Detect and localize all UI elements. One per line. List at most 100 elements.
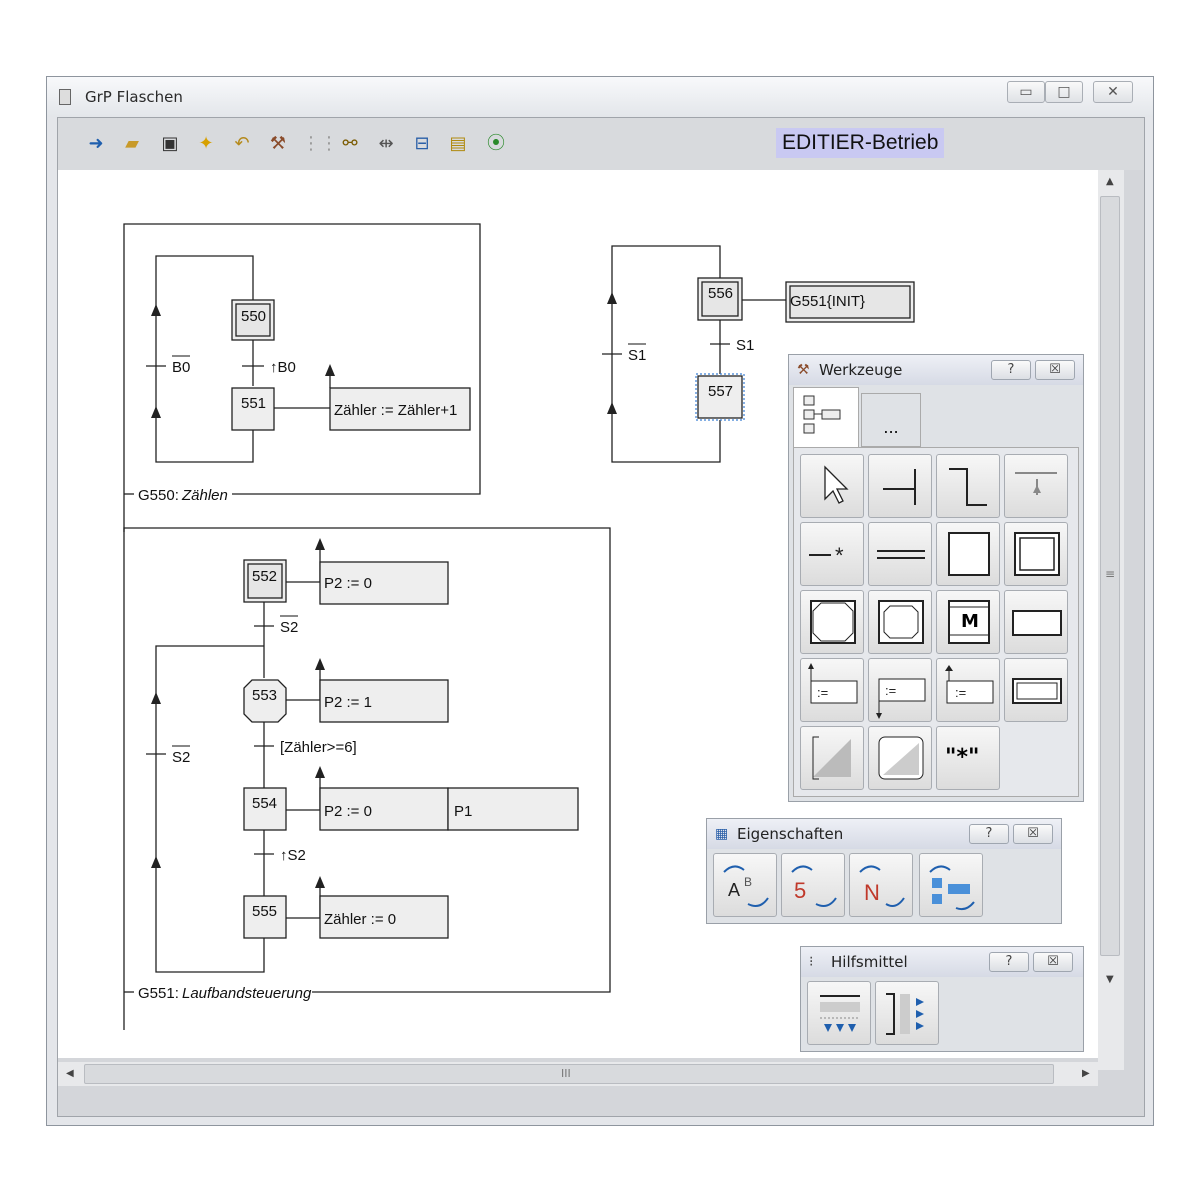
align-icon[interactable]: ⇹ — [378, 133, 394, 154]
transition-tool[interactable] — [868, 454, 932, 518]
mode-indicator: EDITIER-Betrieb — [776, 128, 945, 158]
distribute-horizontal-icon — [886, 993, 924, 1035]
minimize-button[interactable]: ▭ — [1007, 81, 1045, 103]
text-tool-label: "*" — [945, 745, 980, 770]
action-zaehler-reset[interactable]: Zähler := 0 — [324, 911, 396, 928]
tab-structure[interactable] — [793, 387, 859, 447]
assignment-up-tool[interactable]: := — [800, 658, 864, 722]
traffic-light-icon[interactable]: ⦿ — [487, 133, 505, 154]
find-icon[interactable]: ⚯ — [342, 133, 358, 154]
eigenschaften-close-button[interactable]: ☒ — [1013, 824, 1053, 844]
transition-b0-rising[interactable]: ↑B0 — [270, 359, 296, 376]
svg-text::=: := — [955, 685, 966, 700]
initial-step-tool[interactable] — [1004, 522, 1068, 586]
maximize-button[interactable]: □ — [1045, 81, 1083, 103]
tree-icon[interactable]: ⊟ — [414, 133, 430, 154]
step-553[interactable]: 553 — [252, 687, 277, 704]
g550-caption-id: G550: — [138, 487, 179, 504]
eigenschaften-help-button[interactable]: ? — [969, 824, 1009, 844]
vertical-scrollbar[interactable]: ▲ ≡ ▼ — [1098, 170, 1124, 1070]
action-g551-init[interactable]: G551{INIT} — [790, 293, 865, 310]
step-551[interactable]: 551 — [241, 395, 266, 412]
werkzeuge-help-button[interactable]: ? — [991, 360, 1031, 380]
undo-icon[interactable]: ↶ — [234, 133, 250, 154]
link-tool[interactable] — [936, 454, 1000, 518]
werkzeuge-titlebar[interactable]: ⚒ Werkzeuge ? ☒ — [789, 355, 1083, 385]
comment-box-tool[interactable] — [1004, 658, 1068, 722]
new-icon[interactable]: ✦ — [198, 133, 214, 154]
renumber-tool[interactable]: 5 — [781, 853, 845, 917]
tool-icon[interactable]: ⚒ — [269, 133, 287, 154]
transition-s2-negated[interactable]: S2 — [280, 619, 298, 636]
macro-box-icon — [878, 736, 924, 780]
assignment-flag-tool[interactable]: := — [936, 658, 1000, 722]
distribute-vertical-tool[interactable] — [807, 981, 871, 1045]
macro-box-tool[interactable] — [868, 726, 932, 790]
renumber-icon: 5 — [791, 865, 837, 907]
initial-enclosing-step-tool[interactable] — [868, 590, 932, 654]
werkzeuge-close-button[interactable]: ☒ — [1035, 360, 1075, 380]
step-556[interactable]: 556 — [708, 285, 733, 302]
branch-tool[interactable]: * — [800, 522, 864, 586]
step-554[interactable]: 554 — [252, 795, 277, 812]
window-title: GrP Flaschen — [85, 88, 183, 106]
app-icon — [59, 89, 71, 105]
tab-more[interactable]: ... — [861, 393, 921, 447]
counter-icon[interactable]: ▤ — [449, 133, 467, 154]
macro-step-tool[interactable]: M — [936, 590, 1000, 654]
save-icon[interactable]: ▣ — [161, 133, 179, 154]
vertical-scroll-thumb[interactable]: ≡ — [1100, 196, 1120, 956]
text-tool[interactable]: "*" — [936, 726, 1000, 790]
link-icon — [949, 468, 987, 506]
step-555[interactable]: 555 — [252, 903, 277, 920]
transition-b0-negated[interactable]: B0 — [172, 359, 190, 376]
step-icon — [948, 532, 990, 576]
eigenschaften-titlebar[interactable]: ▦ Eigenschaften ? ☒ — [707, 819, 1061, 849]
g550-caption-name: Zählen — [181, 487, 228, 504]
action-p2-1[interactable]: P2 := 1 — [324, 694, 372, 711]
action-box-icon — [1012, 610, 1062, 636]
step-552[interactable]: 552 — [252, 568, 277, 585]
hilfsmittel-help-button[interactable]: ? — [989, 952, 1029, 972]
select-tool[interactable] — [800, 454, 864, 518]
horizontal-scrollbar[interactable]: ◀ III ▶ — [58, 1062, 1098, 1086]
scroll-right-icon[interactable]: ▶ — [1082, 1068, 1090, 1079]
action-zaehler-increment[interactable]: Zähler := Zähler+1 — [334, 402, 457, 419]
horizontal-scroll-thumb[interactable]: III — [84, 1064, 1054, 1084]
transition-s2-loop[interactable]: S2 — [172, 749, 190, 766]
distribute-horizontal-tool[interactable] — [875, 981, 939, 1045]
action-p2-0-second[interactable]: P2 := 0 — [324, 803, 372, 820]
assignment-down-tool[interactable]: := — [868, 658, 932, 722]
transition-zaehler-ge-6[interactable]: [Zähler>=6] — [280, 739, 357, 756]
title-bar[interactable]: GrP Flaschen ▭ □ ✕ — [47, 77, 1153, 117]
transition-s1[interactable]: S1 — [736, 337, 754, 354]
properties-icon: ▦ — [715, 826, 729, 842]
assignment-flag-icon: := — [945, 665, 994, 704]
scroll-down-icon[interactable]: ▼ — [1106, 974, 1114, 985]
gradient-tool[interactable] — [800, 726, 864, 790]
action-tool[interactable] — [1004, 590, 1068, 654]
action-p2-0[interactable]: P2 := 0 — [324, 575, 372, 592]
close-button[interactable]: ✕ — [1093, 81, 1133, 103]
restructure-tool[interactable] — [919, 853, 983, 917]
toolbar: ➜ ▰ ▣ ✦ ↶ ⚒ ⋮⋮ ⚯ ⇹ ⊟ ▤ ⦿ EDITIER-Betrieb — [58, 118, 1144, 170]
parallel-tool[interactable] — [868, 522, 932, 586]
step-550[interactable]: 550 — [241, 308, 266, 325]
jump-tool[interactable] — [1004, 454, 1068, 518]
open-folder-icon[interactable]: ▰ — [125, 133, 139, 154]
renumber-n-tool[interactable]: N — [849, 853, 913, 917]
transition-s2-rising[interactable]: ↑S2 — [280, 847, 306, 864]
hilfsmittel-close-button[interactable]: ☒ — [1033, 952, 1073, 972]
step-tool[interactable] — [936, 522, 1000, 586]
scroll-up-icon[interactable]: ▲ — [1106, 176, 1114, 187]
initial-enclosing-step-icon — [878, 600, 924, 644]
hilfsmittel-titlebar[interactable]: ⁝ Hilfsmittel ? ☒ — [801, 947, 1083, 977]
action-p1[interactable]: P1 — [454, 803, 472, 820]
grid-icon[interactable]: ⋮⋮ — [302, 133, 338, 154]
enclosing-step-tool[interactable] — [800, 590, 864, 654]
scroll-left-icon[interactable]: ◀ — [66, 1068, 74, 1079]
exit-icon[interactable]: ➜ — [88, 133, 104, 154]
transition-s1-negated[interactable]: S1 — [628, 347, 646, 364]
step-557[interactable]: 557 — [708, 383, 733, 400]
